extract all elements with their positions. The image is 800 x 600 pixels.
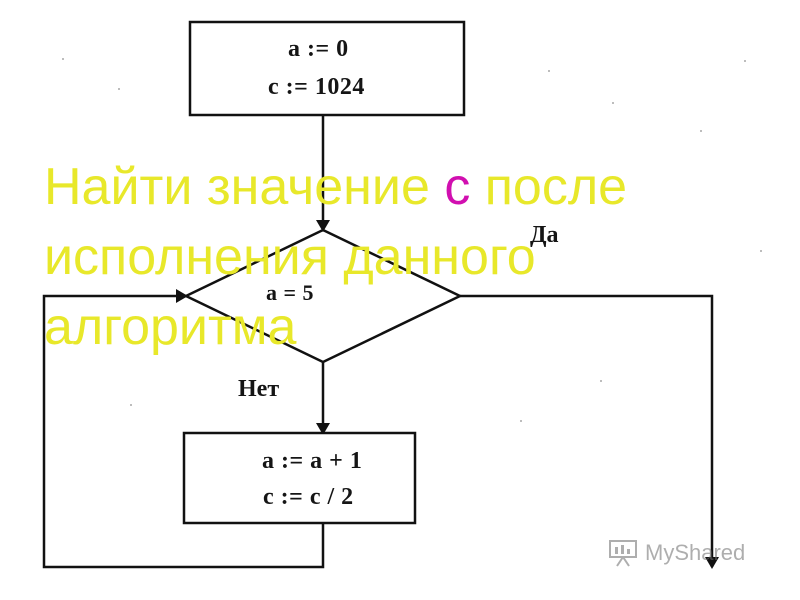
scan-speck xyxy=(130,404,132,406)
loop-line-a: a := a + 1 xyxy=(262,448,363,474)
highlighted-variable: с xyxy=(444,158,471,216)
question-line-2: исполнения данного xyxy=(44,228,536,286)
scan-speck xyxy=(700,130,702,132)
loop-back-arrow xyxy=(42,289,325,569)
no-label: Нет xyxy=(238,376,280,402)
yes-label: Да xyxy=(530,222,559,248)
init-line-a: a := 0 xyxy=(288,36,349,62)
question-text-start: Найти значение xyxy=(44,158,445,216)
loop-process-block xyxy=(182,431,417,525)
watermark: MyShared xyxy=(607,538,745,568)
loop-line-c: c := c / 2 xyxy=(263,484,354,510)
scan-speck xyxy=(118,88,120,90)
init-process-block xyxy=(188,20,466,117)
init-line-c: c := 1024 xyxy=(268,74,365,100)
scan-speck xyxy=(548,70,550,72)
scan-speck xyxy=(760,250,762,252)
question-text-end: после xyxy=(470,158,628,216)
question-line-3: алгоритма xyxy=(44,298,297,356)
presentation-board-icon xyxy=(609,540,637,567)
scan-speck xyxy=(520,420,522,422)
decision-condition: a = 5 xyxy=(266,280,315,305)
scan-speck xyxy=(600,380,602,382)
question-line-1: Найти значение с после xyxy=(44,158,627,216)
scan-speck xyxy=(612,102,614,104)
yes-branch-arrow xyxy=(460,294,719,569)
scan-speck xyxy=(62,58,64,60)
scan-speck xyxy=(744,60,746,62)
watermark-text: MyShared xyxy=(645,540,746,565)
